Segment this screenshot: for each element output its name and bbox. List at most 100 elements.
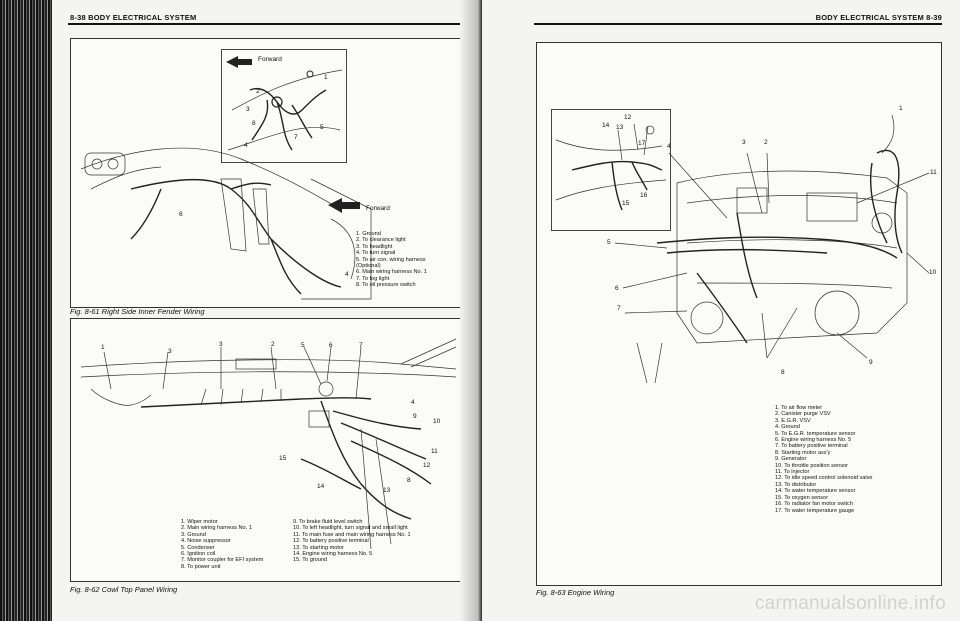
callout: 6 <box>179 211 183 218</box>
left-page: 8-38 BODY ELECTRICAL SYSTEM Forward 1 2 … <box>0 0 478 621</box>
fig63-inset: 12 14 13 17 16 15 <box>551 109 671 231</box>
right-page: BODY ELECTRICAL SYSTEM 8-39 12 14 13 17 … <box>482 0 960 621</box>
fig61-inset-drawing <box>226 56 343 151</box>
fig61-legend: 1. Ground 2. To clearance light 3. To he… <box>356 231 427 289</box>
left-page-header: 8-38 BODY ELECTRICAL SYSTEM <box>70 13 197 22</box>
legend-item: 14. To water temperature sensor <box>775 488 856 495</box>
legend-item: 5. To E.G.R. temperature sensor <box>775 430 856 437</box>
legend-item: 9. Generator <box>775 456 807 463</box>
callout: 2 <box>271 341 275 348</box>
binding-edge <box>0 0 52 621</box>
legend-item: 3. E.G.R. VSV <box>775 417 811 424</box>
callout: 14 <box>317 483 325 490</box>
callout: 12 <box>423 462 431 469</box>
forward-label: Forward <box>366 205 390 212</box>
fig63-inset-drawing <box>555 123 667 211</box>
watermark: carmanualsonline.info <box>754 593 946 614</box>
legend-item: 8. To oil pressure switch <box>356 282 416 289</box>
forward-arrow-icon <box>226 56 252 68</box>
fig63-drawing <box>614 114 930 384</box>
figure-8-63: 12 14 13 17 16 15 1 <box>536 42 942 586</box>
legend-item: 6. Engine wiring harness No. 5 <box>775 437 852 444</box>
legend-item: 11. To main fuse and main wiring harness… <box>293 531 411 538</box>
callout: 11 <box>930 169 937 176</box>
callout: 5 <box>301 342 305 349</box>
legend-item: 8. To power unit <box>181 563 221 570</box>
callout: 7 <box>359 342 363 349</box>
legend-item: 5. Condenser <box>181 544 215 551</box>
legend-item: 11. To injector <box>775 469 810 476</box>
callout: 5 <box>607 239 611 246</box>
legend-item: 7. To fog light <box>356 275 390 282</box>
fig61-inset: Forward 1 2 3 4 5 7 8 <box>221 49 347 163</box>
legend-item: 2. Main wiring harness No. 1 <box>181 525 252 532</box>
legend-item: 17. To water temperature gauge <box>775 507 855 514</box>
callout: 8 <box>252 120 256 127</box>
legend-item: 1. Ground <box>356 231 381 237</box>
callout: 11 <box>431 448 438 455</box>
callout: 2 <box>256 88 260 95</box>
legend-item: 8. Starting motor ass'y <box>775 449 831 456</box>
legend-item: 15. To ground <box>293 557 328 564</box>
callout: 3 <box>742 139 746 146</box>
callout: 3 <box>168 348 172 355</box>
callout: 17 <box>638 140 646 147</box>
callout: 1 <box>899 105 903 112</box>
callout: 13 <box>383 487 391 494</box>
legend-item: 4. Noise suppressor <box>181 538 231 545</box>
callout: 2 <box>764 139 768 146</box>
legend-item: 10. To throttle position sensor <box>775 462 848 469</box>
callout: 1 <box>101 344 105 351</box>
callout: 4 <box>667 143 671 150</box>
legend-item: 1. Wiper motor <box>181 519 218 525</box>
legend-item: 12. To battery positive terminal <box>293 538 369 545</box>
fig62-caption: Fig. 8-62 Cowl Top Panel Wiring <box>70 585 178 594</box>
header-rule <box>68 23 466 25</box>
legend-item: 7. Monitor coupler for EFI system <box>181 557 264 564</box>
callout: 8 <box>781 369 785 376</box>
inset-forward-label: Forward <box>258 56 282 63</box>
callout: 3 <box>219 341 223 348</box>
legend-item: 3. Ground <box>181 531 206 538</box>
callout: 1 <box>324 74 328 81</box>
legend-item: 2. Canister purge VSV <box>775 411 831 418</box>
legend-item: 12. To idle speed control solenoid valve <box>775 475 873 482</box>
legend-item: 9. To brake fluid level switch <box>293 519 363 525</box>
callout: 14 <box>602 122 610 129</box>
callout: 15 <box>279 455 287 462</box>
fig61-drawing <box>80 147 372 300</box>
callout: 15 <box>622 200 630 207</box>
fig61-caption: Fig. 8-61 Right Side Inner Fender Wiring <box>70 307 205 316</box>
callout: 9 <box>869 359 873 366</box>
callout: 4 <box>244 142 248 149</box>
figure-8-62: 1 3 3 2 5 6 7 4 9 10 11 12 8 13 14 15 1.… <box>70 318 466 582</box>
legend-item: 6. Main wiring harness No. 1 <box>356 269 427 276</box>
legend-item: 16. To radiator fan motor switch <box>775 501 853 508</box>
callout: 16 <box>640 192 648 199</box>
legend-item: 13. To distributor <box>775 481 817 488</box>
legend-item: 14. Engine wiring harness No. 5 <box>293 551 373 558</box>
callout: 4 <box>411 399 415 406</box>
callout: 6 <box>615 285 619 292</box>
legend-item: 10. To left headlight, turn signal and s… <box>293 525 408 532</box>
legend-item: 2. To clearance light <box>356 237 406 244</box>
fig62-drawing <box>80 338 457 550</box>
legend-item: 4. Ground <box>775 424 800 431</box>
fig63-caption: Fig. 8-63 Engine Wiring <box>536 588 615 597</box>
callout: 10 <box>929 269 937 276</box>
figure-8-61: Forward 1 2 3 4 5 7 8 Forward 6 <box>70 38 466 308</box>
legend-item: 7. To battery positive terminal <box>775 443 848 450</box>
callout: 4 <box>345 271 349 278</box>
callout: 8 <box>407 477 411 484</box>
legend-item: 15. To oxygen sensor <box>775 494 829 501</box>
legend-item: 3. To headlight <box>356 243 393 250</box>
legend-item: 4. To turn signal <box>356 250 396 257</box>
callout: 7 <box>294 134 298 141</box>
callout: 5 <box>320 124 324 131</box>
callout: 9 <box>413 413 417 420</box>
legend-item: 5. To air con. wiring harness <box>356 256 426 263</box>
callout: 7 <box>617 305 621 312</box>
callout: 12 <box>624 114 632 121</box>
legend-item: 13. To starting motor <box>293 544 344 551</box>
legend-item: 1. To air flow meter <box>775 405 823 411</box>
